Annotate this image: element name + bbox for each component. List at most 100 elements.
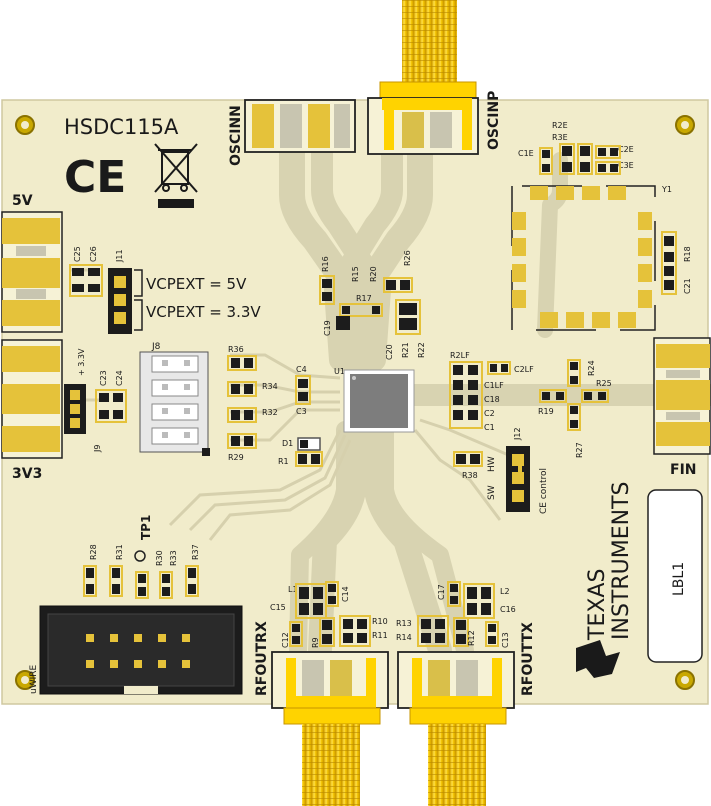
jumper-j11[interactable]: J11 [108,249,143,334]
svg-text:D1: D1 [282,439,293,448]
svg-text:R10: R10 [372,617,388,626]
svg-text:R20: R20 [369,266,378,282]
rf-traces [279,137,711,662]
oscinn-connector[interactable]: OSCINN [228,99,356,166]
svg-text:R32: R32 [262,408,278,417]
svg-text:R28: R28 [89,544,98,560]
bottom-resistor-row: R28 R31 R30 R33 R37 [83,544,200,599]
svg-text:R21: R21 [401,342,410,358]
svg-text:R1: R1 [278,457,289,466]
rfouttx-connector[interactable]: RFOUTTX [397,622,536,806]
r19-r24-r25-r27-group: R24 R25 R19 R27 [538,359,612,458]
svg-text:R2LF: R2LF [450,351,470,360]
svg-text:R17: R17 [356,294,372,303]
vcp-3v3-note: VCPEXT = 3.3V [146,303,261,321]
svg-text:J11: J11 [115,249,124,263]
jumper-j9[interactable]: + 3.3V J9 [64,348,102,453]
tx-filter-group: C17 L2 C16 R13 R14 R12 C13 [396,581,516,648]
vcp-5v-note: VCPEXT = 5V [146,275,247,293]
svg-text:R2E: R2E [552,121,568,130]
fin-connector[interactable]: FIN [653,337,711,478]
svg-text:LBL1: LBL1 [671,562,687,596]
svg-text:Y1: Y1 [661,185,672,194]
svg-text:R24: R24 [587,360,596,376]
header-j8[interactable]: J8 [139,342,210,456]
svg-text:C26: C26 [89,246,98,262]
svg-text:R9: R9 [311,637,320,648]
svg-text:C2E: C2E [618,145,634,154]
svg-text:R38: R38 [462,471,478,480]
svg-text:C2LF: C2LF [514,365,534,374]
svg-text:R12: R12 [467,630,476,646]
svg-text:CE control: CE control [539,468,549,514]
d1-r1: D1 R1 [278,437,323,467]
r18-c21: R18 C21 [661,231,692,295]
crystal-y1: Y1 [511,185,672,331]
svg-text:C1E: C1E [518,149,534,158]
rfoutrx-label: RFOUTRX [254,621,270,696]
rfoutrx-connector[interactable]: RFOUTRX [254,621,389,806]
ti-state-icon [576,640,620,678]
weee-bin-icon [154,143,198,193]
j8-resistors: R36 R34 R32 R29 [227,345,278,462]
oscinp-connector[interactable]: OSCINP [367,0,502,155]
svg-text:R30: R30 [155,550,164,566]
svg-text:R22: R22 [417,342,426,358]
svg-text:R27: R27 [575,442,584,458]
jumper-j12[interactable]: J12 HW SW CE control [487,427,549,514]
ti-text-line1: TEXAS [585,569,610,641]
svg-text:R34: R34 [262,382,278,391]
ce-mark: CE [64,152,126,203]
svg-text:C12: C12 [281,632,290,648]
svg-text:C4: C4 [296,365,307,374]
svg-text:HW: HW [487,456,497,472]
svg-text:C1: C1 [484,423,495,432]
svg-text:R37: R37 [191,544,200,560]
svg-text:C25: C25 [73,246,82,262]
svg-text:R36: R36 [228,345,244,354]
svg-text:C20: C20 [385,344,394,360]
svg-text:+ 3.3V: + 3.3V [77,348,86,376]
label-5v: 5V [12,193,33,209]
header-5v[interactable]: 5V [1,193,63,333]
svg-text:R18: R18 [683,246,692,262]
svg-text:TP1: TP1 [139,515,153,540]
svg-text:J12: J12 [513,427,522,441]
svg-text:C16: C16 [500,605,516,614]
loop-filter-group: R2LF C2LF C1LF C18 C2 C1 [449,351,534,432]
r16-r15-r20-r26-group: R16 R15 R20 R26 R17 C19 C20 R21 R22 [319,250,426,360]
svg-text:R31: R31 [115,544,124,560]
label-3v3: 3V3 [12,466,42,482]
svg-text:L2: L2 [500,587,510,596]
test-point-tp1[interactable]: TP1 [134,515,153,562]
uwire-label: uWIRE [29,664,39,694]
mounting-holes [15,115,695,690]
header-3v3[interactable]: 3V3 [1,339,63,482]
svg-text:C23: C23 [99,370,108,386]
svg-text:C19: C19 [323,320,332,336]
svg-text:R14: R14 [396,633,412,642]
svg-text:C17: C17 [437,584,446,600]
svg-text:R15: R15 [351,266,360,282]
svg-text:C24: C24 [115,370,124,386]
svg-text:C21: C21 [683,278,692,294]
svg-text:C15: C15 [270,603,286,612]
svg-text:L1: L1 [288,585,298,594]
svg-text:R3E: R3E [552,133,568,142]
svg-text:C3E: C3E [618,161,634,170]
svg-text:C14: C14 [341,586,350,602]
label-lbl1: LBL1 [647,489,703,663]
ti-text-line2: INSTRUMENTS [609,482,634,640]
c4-c3-caps: C4 C3 [295,365,311,416]
svg-text:R13: R13 [396,619,412,628]
fin-label: FIN [670,462,697,478]
svg-text:J8: J8 [151,342,161,352]
uwire-header[interactable]: uWIRE [29,605,243,695]
svg-text:C18: C18 [484,395,500,404]
chip-u1: U1 [334,367,415,433]
ti-logo: TEXAS INSTRUMENTS [576,482,634,678]
oscinn-label: OSCINN [228,105,244,166]
svg-text:R25: R25 [596,379,612,388]
rx-filter-group: L1 C14 C15 C12 R9 R10 R11 [270,581,388,648]
